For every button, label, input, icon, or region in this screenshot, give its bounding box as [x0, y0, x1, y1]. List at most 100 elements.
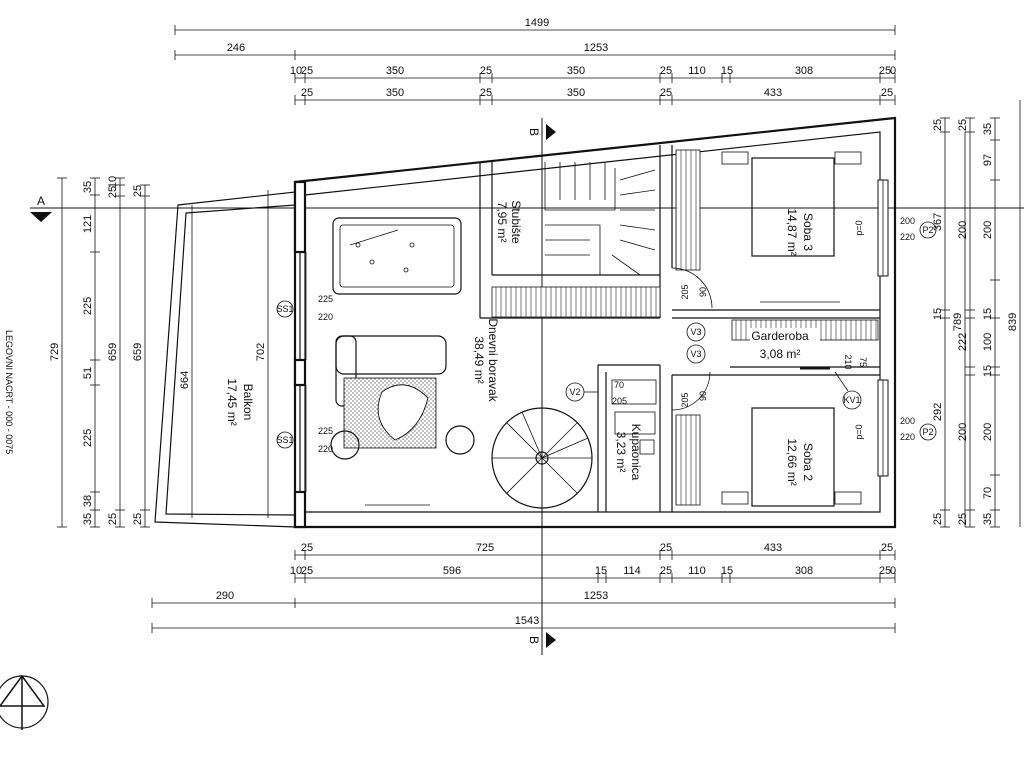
svg-text:p=0: p=0	[854, 424, 864, 439]
svg-text:15: 15	[721, 565, 733, 577]
wardrobe-room: Garderoba 3,08 m² 210 75 V3 V3 KV1	[686, 319, 879, 410]
svg-text:350: 350	[386, 87, 404, 99]
section-b-label-top: B	[527, 128, 541, 136]
svg-text:433: 433	[764, 87, 782, 99]
svg-text:220: 220	[318, 312, 333, 322]
svg-text:200: 200	[957, 221, 969, 239]
svg-text:25: 25	[879, 65, 891, 77]
p2-tag-top	[919, 221, 937, 239]
svg-text:200: 200	[982, 221, 994, 239]
svg-text:220: 220	[900, 432, 915, 442]
svg-text:25: 25	[932, 513, 944, 525]
staircase: Stubište 7,95 m²	[491, 162, 661, 318]
svg-text:725: 725	[476, 542, 494, 554]
balkon-name: Balkon	[241, 384, 255, 421]
svg-text:25: 25	[660, 565, 672, 577]
kupaonica-name: Kupaonica	[629, 424, 643, 481]
svg-text:V3: V3	[690, 327, 701, 337]
svg-text:90: 90	[698, 287, 708, 297]
v3-tag-b	[686, 344, 706, 364]
svg-text:25: 25	[301, 87, 313, 99]
svg-text:SS1: SS1	[276, 304, 293, 314]
svg-text:205: 205	[680, 392, 690, 407]
svg-text:729: 729	[49, 343, 61, 361]
soba2-area: 12,66 m²	[785, 438, 799, 485]
bedroom-2: Soba 2 12,66 m² p=0 200 220 P2 205 90	[671, 371, 937, 507]
stubiste-name: Stubište	[509, 200, 523, 244]
svg-text:205: 205	[680, 284, 690, 299]
svg-text:p=0: p=0	[854, 220, 864, 235]
svg-text:200: 200	[982, 423, 994, 441]
svg-text:25: 25	[480, 65, 492, 77]
svg-text:38: 38	[82, 495, 94, 507]
dim-top-1253: 1253	[584, 42, 608, 54]
svg-text:15: 15	[595, 565, 607, 577]
svg-text:15: 15	[982, 308, 994, 320]
svg-text:350: 350	[567, 87, 585, 99]
svg-text:350: 350	[567, 65, 585, 77]
v3-tag-a	[686, 322, 706, 342]
svg-text:25: 25	[660, 65, 672, 77]
svg-text:25: 25	[660, 542, 672, 554]
svg-text:P2: P2	[922, 427, 933, 437]
bottom-dimensions: 25 725 25 433 25 10 25 596 15 114 25 110…	[151, 542, 896, 633]
svg-text:15: 15	[721, 65, 733, 77]
svg-text:25: 25	[480, 87, 492, 99]
svg-text:10: 10	[290, 65, 302, 77]
svg-text:10: 10	[290, 565, 302, 577]
balcony: Balkon 17,45 m²	[154, 191, 296, 528]
svg-text:15: 15	[932, 308, 944, 320]
svg-text:70: 70	[982, 487, 994, 499]
svg-text:1253: 1253	[584, 590, 608, 602]
svg-text:25: 25	[301, 565, 313, 577]
svg-text:25: 25	[957, 119, 969, 131]
svg-text:225: 225	[318, 294, 333, 304]
svg-text:210: 210	[843, 354, 853, 369]
svg-text:100: 100	[982, 333, 994, 351]
soba2-name: Soba 2	[801, 443, 815, 481]
west-openings: SS1 225 220 SS1 225 220	[276, 252, 333, 492]
garderoba-name: Garderoba	[751, 329, 809, 343]
dim-top-total: 1499	[525, 17, 549, 29]
svg-text:25: 25	[660, 87, 672, 99]
svg-text:25: 25	[107, 513, 119, 525]
dim-top-246: 246	[227, 42, 245, 54]
svg-text:25: 25	[301, 65, 313, 77]
svg-text:225: 225	[82, 297, 94, 315]
svg-text:200: 200	[900, 416, 915, 426]
svg-text:292: 292	[932, 403, 944, 421]
svg-text:25: 25	[879, 565, 891, 577]
balkon-area: 17,45 m²	[225, 378, 239, 425]
edge-label: LEGOVNI NACRT - 000 - 0075	[4, 330, 14, 454]
ss1-tag-top	[276, 300, 294, 318]
kupaonica-area: 3,23 m²	[614, 432, 628, 473]
svg-text:97: 97	[982, 154, 994, 166]
svg-text:659: 659	[132, 343, 144, 361]
svg-text:200: 200	[957, 423, 969, 441]
svg-text:10: 10	[107, 176, 119, 188]
dnevni-area: 38,49 m²	[472, 336, 486, 383]
soba3-name: Soba 3	[801, 213, 815, 251]
svg-text:35: 35	[82, 181, 94, 193]
svg-text:308: 308	[795, 565, 813, 577]
svg-text:25: 25	[881, 87, 893, 99]
svg-text:75: 75	[858, 357, 868, 367]
right-dimensions: 25 367 15 292 25 25 200 222 200 25 35 97…	[932, 100, 1021, 528]
svg-text:SS1: SS1	[276, 435, 293, 445]
svg-text:25: 25	[107, 186, 119, 198]
bathroom: 70 205 V2 Kupaonica 3,23 m²	[565, 379, 657, 481]
svg-text:110: 110	[688, 565, 706, 577]
svg-text:P2: P2	[922, 225, 933, 235]
top-dimensions: 1499 246 1253 10 25 350 25 350 25 110 15…	[174, 17, 896, 105]
svg-text:25: 25	[132, 513, 144, 525]
svg-text:114: 114	[623, 565, 641, 577]
svg-text:25: 25	[301, 542, 313, 554]
svg-text:25: 25	[881, 542, 893, 554]
svg-text:200: 200	[900, 216, 915, 226]
svg-text:702: 702	[255, 343, 267, 361]
svg-text:0: 0	[890, 565, 896, 577]
svg-text:659: 659	[107, 343, 119, 361]
svg-text:789: 789	[952, 313, 964, 331]
svg-text:121: 121	[82, 215, 94, 233]
